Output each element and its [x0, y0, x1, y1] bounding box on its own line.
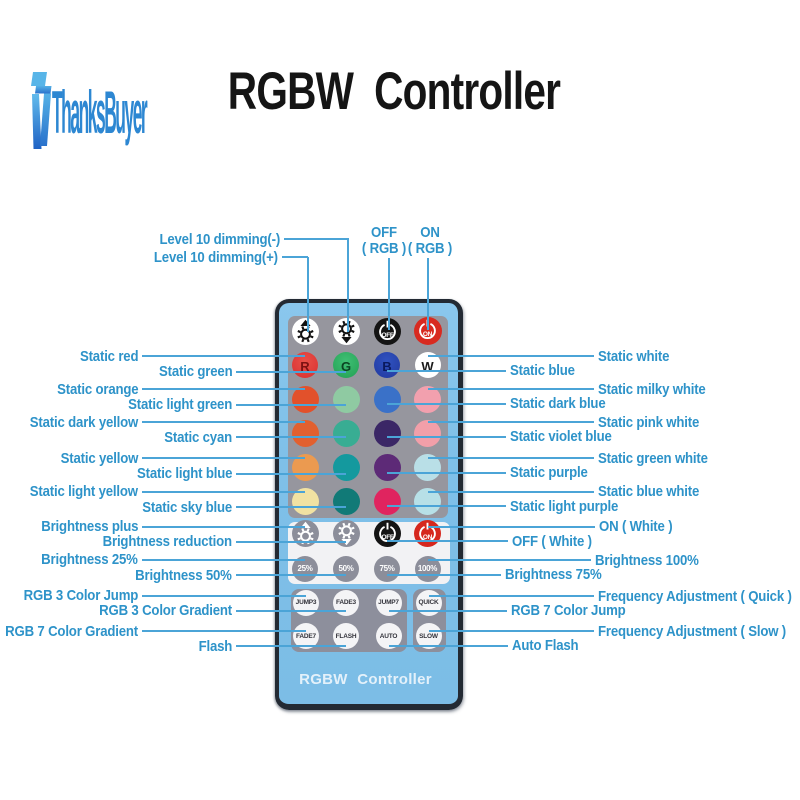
svg-text:ON: ON [423, 534, 433, 541]
svg-text:OFF: OFF [381, 534, 393, 541]
svg-text:ON: ON [423, 331, 433, 338]
svg-text:OFF: OFF [381, 332, 393, 339]
svg-text:ThanksBuyer: ThanksBuyer [52, 80, 148, 147]
